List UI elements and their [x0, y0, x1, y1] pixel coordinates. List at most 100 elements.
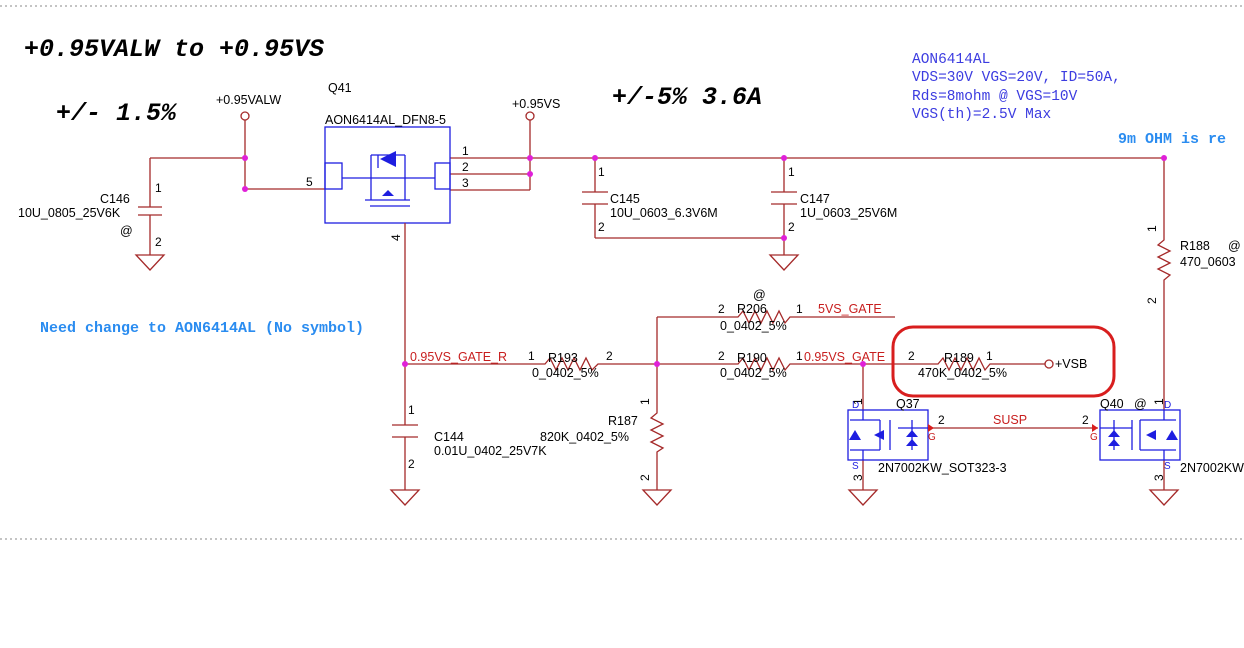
r193-value: 0_0402_5% [532, 366, 599, 380]
r190-symbol[interactable] [730, 356, 800, 372]
c147-symbol[interactable] [768, 191, 800, 271]
q37-symbol[interactable] [847, 409, 934, 506]
r206-value: 0_0402_5% [720, 319, 787, 333]
q41-symbol[interactable] [324, 126, 451, 224]
ohm-note: 9m OHM is re [1118, 131, 1226, 148]
c146-value: 10U_0805_25V6K [18, 206, 121, 220]
net-gate-label: 0.95VS_GATE [804, 350, 885, 364]
port-vsb-label[interactable]: +VSB [1055, 357, 1087, 371]
q40-s: S [1164, 461, 1171, 472]
q40-symbol[interactable] [1092, 409, 1181, 506]
c145-pin-2: 2 [598, 220, 605, 234]
c144-pin-2: 2 [408, 457, 415, 471]
r190-pin-2: 2 [718, 349, 725, 363]
r188-pin-2: 2 [1145, 297, 1159, 304]
q40-mark: @ [1134, 397, 1147, 411]
net-gate-r-label: 0.95VS_GATE_R [410, 350, 507, 364]
q41-ref: Q41 [328, 81, 352, 95]
r188-pin-1: 1 [1145, 225, 1159, 232]
gate-wires [404, 223, 1165, 490]
q41-pin-5: 5 [306, 175, 313, 189]
q41-pin-3: 3 [462, 176, 469, 190]
c146-pin-2: 2 [155, 235, 162, 249]
r187-pin-2: 2 [638, 474, 652, 481]
r193-pin-1: 1 [528, 349, 535, 363]
top-power-wires [149, 111, 1165, 410]
r190-ref: R190 [737, 351, 767, 365]
c146-pin-1: 1 [155, 181, 162, 195]
c144-symbol[interactable] [389, 424, 421, 506]
c145-ref: C145 [610, 192, 640, 206]
q40-ref: Q40 [1100, 397, 1124, 411]
spec-note: AON6414AL VDS=30V VGS=20V, ID=50A, Rds=8… [912, 52, 1121, 123]
c147-pin-1: 1 [788, 165, 795, 179]
c146-mark: @ [120, 224, 133, 238]
net-susp-label: SUSP [993, 413, 1027, 427]
c144-ref: C144 [434, 430, 464, 444]
port-valw-label[interactable]: +0.95VALW [216, 93, 281, 107]
spec-line-4: VGS(th)=2.5V Max [912, 107, 1052, 123]
q40-pin-3: 3 [1152, 474, 1166, 481]
r187-value: 820K_0402_5% [540, 430, 629, 444]
q41-pin-1: 1 [462, 144, 469, 158]
q40-pin-1: 1 [1152, 398, 1166, 405]
r189-value: 470K_0402_5% [918, 366, 1007, 380]
c146-symbol[interactable] [134, 206, 166, 271]
spec-line-3: Rds=8mohm @ VGS=10V [912, 89, 1078, 105]
q37-pin-2: 2 [938, 413, 945, 427]
r206-ref: R206 [737, 302, 767, 316]
r189-ref: R189 [944, 351, 974, 365]
q40-value: 2N7002KW [1180, 461, 1244, 475]
title-current: +/-5% 3.6A [612, 83, 762, 112]
c144-value: 0.01U_0402_25V7K [434, 444, 547, 458]
spec-line-1: AON6414AL [912, 52, 990, 68]
r187-ref: R187 [608, 414, 638, 428]
junction-dots [242, 155, 1167, 367]
q40-pin-2: 2 [1082, 413, 1089, 427]
q37-ref: Q37 [896, 397, 920, 411]
r206-pin-2: 2 [718, 302, 725, 316]
r206-pin-1: 1 [796, 302, 803, 316]
c145-pin-1: 1 [598, 165, 605, 179]
c146-ref: C146 [100, 192, 130, 206]
r193-pin-2: 2 [606, 349, 613, 363]
r188-ref: R188 [1180, 239, 1210, 253]
r190-pin-1: 1 [796, 349, 803, 363]
port-vs-label[interactable]: +0.95VS [512, 97, 560, 111]
q37-pin-3: 3 [851, 474, 865, 481]
c147-value: 1U_0603_25V6M [800, 206, 897, 220]
r206-mark: @ [753, 288, 766, 302]
r206-symbol[interactable] [730, 309, 800, 325]
q37-g: G [928, 432, 936, 443]
q41-value: AON6414AL_DFN8-5 [325, 113, 446, 127]
r193-symbol[interactable] [535, 356, 610, 372]
c145-value: 10U_0603_6.3V6M [610, 206, 718, 220]
spec-line-2: VDS=30V VGS=20V, ID=50A, [912, 70, 1121, 86]
q37-d: D [852, 400, 859, 411]
q37-value: 2N7002KW_SOT323-3 [878, 461, 1007, 475]
title-tolerance: +/- 1.5% [56, 99, 178, 128]
r187-symbol[interactable] [641, 408, 673, 506]
c147-ref: C147 [800, 192, 830, 206]
change-note: Need change to AON6414AL (No symbol) [40, 320, 364, 337]
title-main: +0.95VALW to +0.95VS [24, 35, 324, 64]
c145-symbol[interactable] [582, 191, 608, 205]
r187-pin-1: 1 [638, 398, 652, 405]
net-5vs-gate-label: 5VS_GATE [818, 302, 882, 316]
r188-value: 470_0603 [1180, 255, 1236, 269]
r188-symbol[interactable] [1156, 235, 1172, 285]
r188-mark: @ [1228, 239, 1241, 253]
r189-pin-1: 1 [986, 349, 993, 363]
q37-pin-1: 1 [851, 398, 865, 405]
c147-pin-2: 2 [788, 220, 795, 234]
q41-pin-4: 4 [389, 234, 403, 241]
r190-value: 0_0402_5% [720, 366, 787, 380]
q40-g: G [1090, 432, 1098, 443]
q37-s: S [852, 461, 859, 472]
r189-pin-2: 2 [908, 349, 915, 363]
q40-d: D [1164, 400, 1171, 411]
r189-symbol[interactable] [930, 356, 1054, 372]
q41-pin-2: 2 [462, 160, 469, 174]
